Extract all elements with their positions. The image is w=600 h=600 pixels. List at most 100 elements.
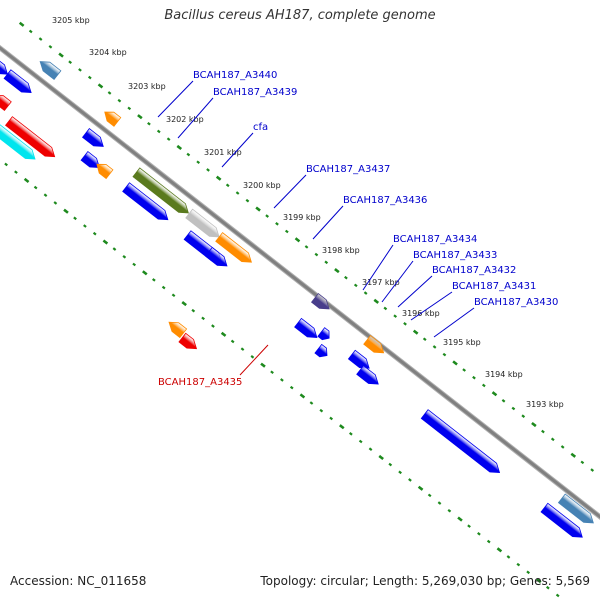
- tick-line-inner: [467, 524, 471, 528]
- tick-line-inner: [486, 539, 491, 544]
- gene-arrow-shape: [540, 502, 583, 538]
- gene-arrow-shape: [204, 246, 228, 267]
- tick-line-outer: [68, 60, 72, 64]
- gene-label: BCAH187_A3436: [343, 195, 427, 206]
- gene-arrow: [5, 116, 56, 158]
- gene-arrow: [310, 292, 330, 310]
- tick-line-inner: [339, 424, 345, 430]
- tick-line-outer: [550, 437, 555, 442]
- tick-line-inner: [171, 293, 176, 298]
- gene-arrow: [81, 128, 104, 147]
- tick-line-inner: [526, 570, 531, 575]
- tick-line-inner: [92, 231, 97, 236]
- gene-arrow: [39, 61, 62, 81]
- tick-line-outer: [245, 198, 250, 203]
- kbp-label: 3205 kbp: [52, 16, 90, 25]
- kbp-label: 3195 kbp: [443, 338, 481, 347]
- gene-arrow-shape: [557, 493, 594, 524]
- tick-line-inner: [506, 555, 511, 559]
- gene-label-leader: [177, 97, 214, 139]
- gene-arrow: [540, 502, 583, 538]
- gene-arrow-shape: [81, 128, 104, 147]
- tick-line-outer: [87, 75, 92, 80]
- tick-line-inner: [181, 301, 187, 307]
- gene-label-leader: [157, 80, 194, 118]
- gene-arrow: [317, 327, 330, 341]
- tick-line-inner: [250, 355, 255, 359]
- kbp-label: 3204 kbp: [89, 48, 127, 57]
- gene-arrow-shape: [132, 167, 189, 214]
- tick-line-inner: [260, 362, 266, 368]
- tick-line-inner: [270, 370, 274, 375]
- tick-line-inner: [280, 378, 284, 382]
- tick-line-inner: [546, 585, 550, 590]
- gene-label-leader: [397, 275, 433, 308]
- gene-arrow-shape: [3, 69, 32, 94]
- gene-label: cfa: [253, 122, 268, 133]
- tick-line-outer: [324, 260, 329, 265]
- tick-line-outer: [38, 37, 43, 41]
- tick-line-outer: [196, 160, 201, 165]
- tick-line-inner: [516, 562, 521, 567]
- gene-label-leader: [239, 344, 269, 376]
- gene-arrow-shape: [80, 150, 101, 169]
- gene-arrow: [363, 335, 385, 354]
- tick-line-inner: [191, 308, 196, 313]
- tick-line-outer: [452, 360, 458, 366]
- tick-line-inner: [309, 401, 314, 405]
- gene-arrow: [314, 343, 328, 358]
- tick-line-outer: [501, 399, 506, 403]
- gene-label: BCAH187_A3430: [474, 297, 558, 308]
- tick-line-outer: [294, 237, 301, 243]
- tick-line-inner: [161, 285, 166, 290]
- gene-arrow-shape: [363, 335, 385, 354]
- gene-arrow: [0, 31, 9, 75]
- tick-line-outer: [28, 29, 33, 34]
- kbp-label: 3197 kbp: [362, 278, 400, 287]
- tick-line-outer: [353, 283, 358, 288]
- tick-line-inner: [555, 593, 560, 598]
- gene-arrow-shape: [0, 31, 9, 75]
- tick-line-outer: [284, 229, 289, 234]
- tick-line-outer: [521, 414, 526, 418]
- gene-label: BCAH187_A3433: [413, 250, 497, 261]
- kbp-label: 3203 kbp: [128, 82, 166, 91]
- gene-arrow-shape: [0, 94, 12, 112]
- tick-line-inner: [408, 478, 412, 482]
- tick-line-outer: [176, 144, 183, 151]
- gene-arrow-shape: [178, 332, 198, 350]
- tick-line-outer: [491, 391, 498, 397]
- gene-arrow-shape: [310, 292, 330, 310]
- tick-line-outer: [97, 83, 104, 89]
- gene-arrow-shape: [5, 116, 56, 158]
- gene-label: BCAH187_A3431: [452, 281, 536, 292]
- tick-line-inner: [536, 578, 542, 584]
- kbp-label: 3193 kbp: [526, 400, 564, 409]
- tick-line-inner: [122, 255, 127, 259]
- tick-line-outer: [363, 291, 368, 295]
- tick-line-outer: [48, 45, 53, 49]
- tick-line-outer: [58, 52, 64, 58]
- gene-arrow: [356, 365, 379, 385]
- gene-arrow: [3, 69, 32, 94]
- gene-arrow-shape: [420, 409, 501, 473]
- tick-line-outer: [403, 322, 407, 326]
- tick-line-outer: [560, 445, 565, 449]
- backbone: [0, 46, 600, 519]
- tick-line-outer: [206, 168, 210, 172]
- gene-arrow-shape: [294, 317, 318, 338]
- kbp-label: 3194 kbp: [485, 370, 523, 379]
- tick-line-inner: [201, 316, 205, 321]
- gene-label-leader: [362, 244, 394, 291]
- kbp-label: 3198 kbp: [322, 246, 360, 255]
- kbp-label: 3200 kbp: [243, 181, 281, 190]
- tick-line-outer: [117, 98, 122, 103]
- gene-arrow: [0, 94, 12, 112]
- tick-line-inner: [73, 216, 77, 221]
- tick-line-inner: [388, 462, 393, 467]
- tick-line-inner: [289, 385, 294, 390]
- tick-line-inner: [378, 454, 384, 461]
- tick-line-outer: [344, 275, 348, 280]
- kbp-label: 3199 kbp: [283, 213, 321, 222]
